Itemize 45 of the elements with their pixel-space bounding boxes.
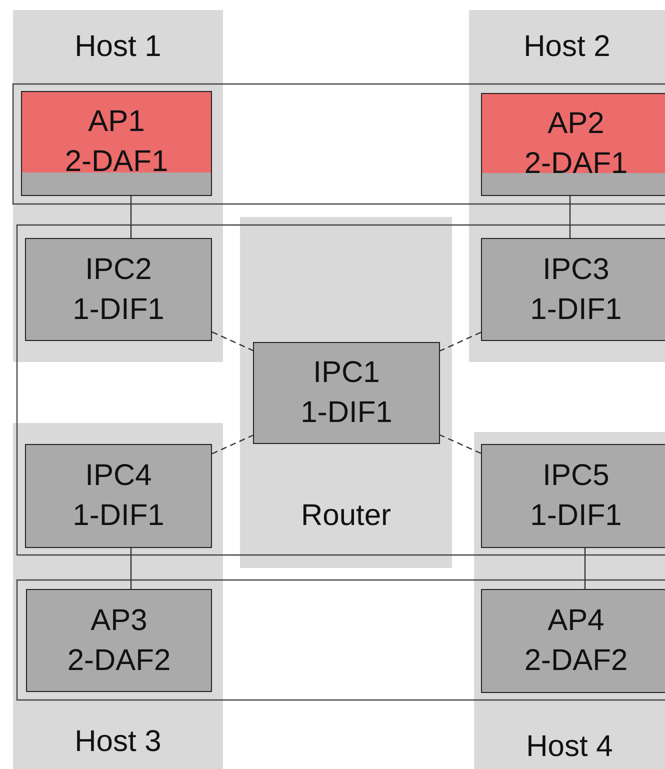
process-name: IPC4 (85, 458, 152, 494)
process-name: AP4 (548, 603, 604, 639)
process-box (25, 444, 212, 548)
application-box (21, 91, 212, 196)
connector-line (584, 548, 586, 589)
layer-label: 1-DIF1 (300, 395, 392, 431)
host-panel (474, 432, 665, 769)
dashed-connector (440, 434, 482, 454)
connector-line (569, 196, 571, 238)
panel-title: Host 4 (526, 730, 613, 763)
panel-title: Host 2 (524, 30, 610, 63)
process-box (25, 238, 212, 341)
process-name: IPC2 (85, 252, 152, 288)
dashed-connector (212, 331, 254, 352)
process-name: IPC5 (542, 458, 610, 494)
connector-line (130, 548, 132, 589)
dashed-connector (440, 332, 482, 352)
process-name: AP3 (90, 602, 148, 638)
host-panel (240, 217, 452, 568)
dashed-connector (212, 434, 254, 454)
panel-title: Host 3 (74, 725, 162, 758)
layer-label: 1-DIF1 (530, 292, 622, 328)
layer-label: 2-DAF2 (67, 642, 171, 678)
process-box (26, 589, 212, 692)
process-box (481, 444, 665, 548)
process-box (253, 342, 440, 444)
process-name: AP1 (88, 104, 145, 140)
layer-label: 2-DAF1 (524, 146, 628, 182)
layer-label: 1-DIF1 (530, 498, 622, 534)
layer-label: 2-DAF1 (64, 144, 168, 180)
panel-title: Router (300, 499, 392, 532)
connector-line (130, 196, 132, 238)
process-box (481, 238, 665, 341)
host-panel (469, 10, 665, 362)
layer-label: 2-DAF2 (524, 643, 628, 679)
process-name: IPC3 (542, 252, 610, 288)
host-panel (13, 10, 223, 362)
layer-label: 1-DIF1 (72, 498, 164, 534)
process-box (481, 589, 665, 693)
layer-label: 1-DIF1 (72, 292, 164, 328)
host-panel (13, 423, 223, 769)
panel-title: Host 1 (74, 30, 162, 63)
process-name: AP2 (548, 106, 604, 142)
application-box (481, 93, 665, 196)
process-name: IPC1 (313, 355, 380, 391)
